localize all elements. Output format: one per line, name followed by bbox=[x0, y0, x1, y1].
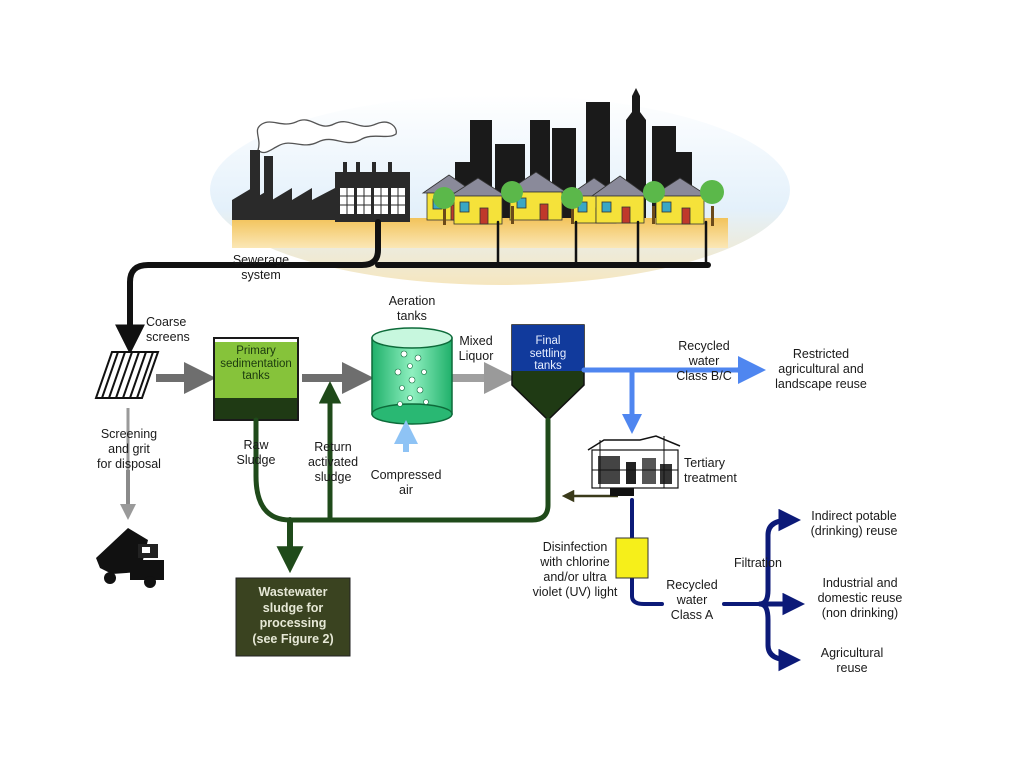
city-scene bbox=[210, 88, 790, 285]
filtration-label: Filtration bbox=[734, 556, 782, 570]
air-bubbles bbox=[394, 350, 429, 407]
indirect-potable-reuse-label: Indirect potable(drinking) reuse bbox=[810, 509, 898, 538]
uv-disinfection-box bbox=[615, 537, 649, 579]
agricultural-arrow bbox=[757, 601, 801, 672]
trees-icon bbox=[433, 180, 724, 226]
factory-icon bbox=[232, 150, 410, 222]
effluent-lines bbox=[581, 356, 766, 434]
sludge-processing-box bbox=[235, 577, 351, 657]
dump-truck-icon bbox=[96, 528, 164, 588]
smoke-cloud bbox=[256, 119, 397, 154]
coarse-screen-icon bbox=[94, 351, 160, 399]
tertiary-treatment-icon bbox=[587, 435, 681, 496]
aeration-tank bbox=[371, 327, 453, 425]
sewerage-main-pipe bbox=[115, 219, 381, 355]
sewerage-pipes bbox=[115, 219, 711, 355]
final-settling-tank bbox=[511, 324, 585, 422]
primary-sedimentation-tank bbox=[213, 337, 299, 421]
sludge-lines bbox=[253, 380, 551, 574]
class-a-lines bbox=[630, 498, 806, 672]
houses-icon bbox=[421, 171, 710, 225]
